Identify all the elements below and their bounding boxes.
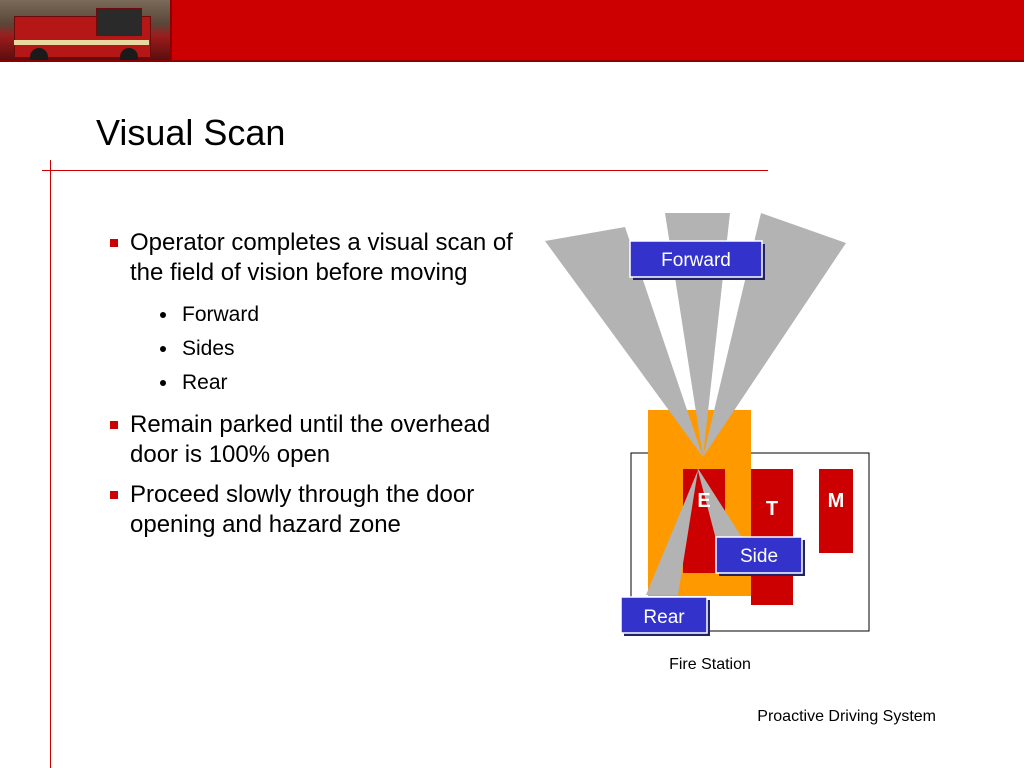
scan-cone-left	[545, 227, 703, 457]
truck-wheel	[120, 48, 138, 60]
visual-scan-diagram: E T M Forward Side Rear Fire Station	[540, 205, 880, 685]
fire-station-caption: Fire Station	[669, 656, 751, 673]
engine-label: E	[697, 490, 710, 512]
bullet-text: Remain parked until the overhead door is…	[130, 411, 491, 468]
fire-truck-photo	[0, 0, 172, 60]
bullet-text: Operator completes a visual scan of the …	[130, 229, 513, 286]
bullet-item: Proceed slowly through the door opening …	[110, 480, 520, 540]
scan-cone-side	[697, 467, 748, 547]
side-label: Side	[740, 546, 778, 567]
truck-wheel	[30, 48, 48, 60]
side-label-box	[715, 536, 803, 574]
scan-diagram-svg: E T M Forward Side Rear	[545, 213, 870, 636]
black-dot-bullet-icon	[160, 312, 166, 318]
bullet-item: Operator completes a visual scan of the …	[110, 228, 520, 288]
vertical-rule	[50, 160, 51, 768]
bullet-item: Remain parked until the overhead door is…	[110, 410, 520, 470]
black-dot-bullet-icon	[160, 346, 166, 352]
red-square-bullet-icon	[110, 421, 118, 429]
sub-bullet-text: Sides	[182, 337, 235, 360]
truck-label: T	[766, 498, 778, 520]
forward-label: Forward	[661, 250, 731, 271]
bullet-list: Operator completes a visual scan of the …	[110, 228, 520, 550]
scan-cone-right	[703, 213, 846, 457]
red-square-bullet-icon	[110, 491, 118, 499]
black-dot-bullet-icon	[160, 380, 166, 386]
sub-bullet-text: Rear	[182, 371, 228, 394]
truck-stripe	[14, 40, 149, 45]
sub-bullet-text: Forward	[182, 303, 260, 326]
bullet-text: Proceed slowly through the door opening …	[130, 481, 475, 538]
header-bar	[0, 0, 1024, 62]
medic-vehicle	[819, 469, 853, 553]
rear-label: Rear	[643, 607, 685, 628]
footer-text: Proactive Driving System	[757, 708, 936, 725]
sub-bullet-item: Sides	[110, 332, 520, 366]
red-square-bullet-icon	[110, 239, 118, 247]
forward-label-box	[629, 240, 763, 278]
scan-cone-rear	[646, 470, 698, 595]
truck-cab	[96, 8, 142, 36]
horizontal-rule	[42, 170, 768, 171]
sub-bullet-item: Forward	[110, 298, 520, 332]
medic-label: M	[828, 490, 845, 512]
rear-label-box	[620, 596, 708, 634]
sub-bullet-item: Rear	[110, 366, 520, 400]
sub-bullet-list: Forward Sides Rear	[110, 298, 520, 400]
slide-title: Visual Scan	[96, 112, 286, 153]
